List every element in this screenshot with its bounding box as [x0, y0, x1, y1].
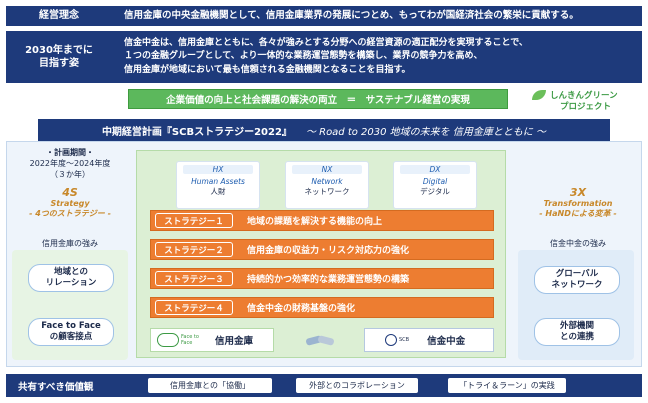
card-ja: デジタル	[420, 186, 450, 196]
strategy-tag: ストラテジー２	[155, 242, 233, 257]
3x-sub: Transformation	[543, 199, 613, 209]
scb-logo-icon	[385, 334, 397, 346]
shinkin-box: Face to Face 信用金庫	[150, 328, 274, 352]
plan-banner: 中期経営計画『SCBストラテジー2022』 ～ Road to 2030 地域の…	[38, 119, 610, 141]
pill-line: ネットワーク	[551, 280, 603, 290]
value-external: 外部とのコラボレーション	[296, 378, 418, 393]
face-to-face-logo-icon	[157, 333, 179, 347]
vision-label-line2: 目指す姿	[39, 58, 79, 69]
strategy-text: 地域の課題を解決する機能の向上	[247, 217, 383, 227]
card-hx: HX Human Assets 人財	[176, 161, 260, 209]
strategy-tag: ストラテジー３	[155, 271, 233, 286]
pill-line: リレーション	[45, 278, 97, 288]
strategy-text: 信金中金の財務基盤の強化	[247, 304, 356, 314]
card-tag: DX	[400, 165, 470, 174]
vision-label-line1: 2030年までに	[25, 44, 93, 56]
plan-title: 中期経営計画『SCBストラテジー2022』	[101, 126, 292, 138]
sustainable-banner: 企業価値の向上と社会課題の解決の両立 ＝ サステナブル経営の実現	[128, 89, 508, 109]
right-pill-global: グローバルネットワーク	[534, 266, 620, 294]
4s-block: 4S Strategy - 4つのストラテジー -	[14, 186, 126, 218]
value-try-learn: 「トライ＆ラーン」の実践	[448, 378, 566, 393]
3x-big: 3X	[569, 186, 587, 199]
value-collaboration: 信用金庫との「協働」	[148, 378, 272, 393]
card-dx: DX Digital デジタル	[393, 161, 477, 209]
leaf-icon	[532, 90, 546, 100]
chukin-logo-text: SCB	[399, 337, 410, 343]
strategy-row-2: ストラテジー２ 信用金庫の収益力・リスク対応力の強化	[150, 239, 494, 260]
vision-line: １つの金融グループとして、より一体的な業務運営態勢を構築し、業界の競争力を高め、	[124, 51, 483, 62]
strategy-row-3: ストラテジー３ 持続的かつ効率的な業務運営態勢の構築	[150, 268, 494, 289]
card-tag: NX	[292, 165, 362, 174]
pill-line: 外部機関	[559, 320, 594, 331]
card-ja: 人財	[210, 186, 226, 196]
vision-line: 信用金庫が地域において最も信頼される金融機関となることを目指す。	[124, 64, 411, 75]
period-head: ・計画期間・	[46, 148, 94, 157]
card-tag: HX	[183, 165, 253, 174]
vision-label: 2030年までに 目指す姿	[6, 31, 112, 83]
right-pill-external: 外部機関との連携	[534, 318, 620, 346]
4s-big: 4S	[62, 186, 78, 199]
3x-sub2: - HaNDによる変革 -	[539, 208, 617, 218]
strategy-tag: ストラテジー４	[155, 300, 233, 315]
strategy-text: 持続的かつ効率的な業務運営態勢の構築	[247, 275, 410, 285]
plan-subtitle: ～ Road to 2030 地域の未来を 信用金庫とともに ～	[305, 126, 547, 138]
card-nx: NX Network ネットワーク	[285, 161, 369, 209]
strategy-text: 信用金庫の収益力・リスク対応力の強化	[247, 246, 410, 256]
green-project-logo: しんきんグリーン プロジェクト	[518, 87, 638, 113]
card-en: Network	[311, 177, 343, 186]
vision-line: 信金中金は、信用金庫とともに、各々が強みとする分野への経営資源の適正配分を実現す…	[124, 38, 528, 49]
green-project-line2: プロジェクト	[560, 102, 612, 112]
pill-line: グローバル	[555, 268, 599, 279]
right-strength-label: 信金中金の強み	[550, 239, 606, 248]
plan-period: ・計画期間・ 2022年度～2024年度 （３か年）	[14, 148, 126, 180]
green-project-line1: しんきんグリーン	[550, 91, 618, 101]
vision-text: 信金中金は、信用金庫とともに、各々が強みとする分野への経営資源の適正配分を実現す…	[112, 31, 642, 83]
handshake-icon	[304, 330, 336, 350]
philosophy-label: 経営理念	[6, 6, 112, 26]
pill-line: の顧客接点	[49, 332, 93, 342]
period-range: 2022年度～2024年度	[29, 158, 111, 168]
left-pill-relation: 地域とのリレーション	[28, 264, 114, 292]
card-ja: ネットワーク	[304, 186, 350, 196]
pill-line: Face to Face	[41, 320, 101, 331]
strategy-row-1: ストラテジー１ 地域の課題を解決する機能の向上	[150, 210, 494, 231]
pill-line: との連携	[560, 332, 594, 342]
shinkin-label: 信用金庫	[215, 336, 254, 347]
period-years: （３か年）	[50, 169, 90, 179]
pill-line: 地域との	[54, 266, 88, 277]
card-en: Human Assets	[191, 177, 245, 186]
card-en: Digital	[422, 177, 448, 186]
philosophy-text: 信用金庫の中央金融機関として、信用金庫業界の発展につとめ、もってわが国経済社会の…	[112, 6, 642, 26]
shinkin-logo-text: Face to Face	[181, 334, 199, 346]
chukin-label: 信金中金	[427, 336, 466, 347]
4s-sub2: - 4つのストラテジー -	[29, 208, 111, 218]
strategy-row-4: ストラテジー４ 信金中金の財務基盤の強化	[150, 297, 494, 318]
chukin-box: SCB 信金中金	[364, 328, 494, 352]
3x-block: 3X Transformation - HaNDによる変革 -	[522, 186, 634, 218]
left-strength-label: 信用金庫の強み	[42, 239, 98, 248]
values-label: 共有すべき価値観	[18, 382, 94, 393]
strategy-tag: ストラテジー１	[155, 213, 233, 228]
4s-sub: Strategy	[50, 199, 90, 209]
sustainable-text: 企業価値の向上と社会課題の解決の両立 ＝ サステナブル経営の実現	[166, 95, 470, 106]
